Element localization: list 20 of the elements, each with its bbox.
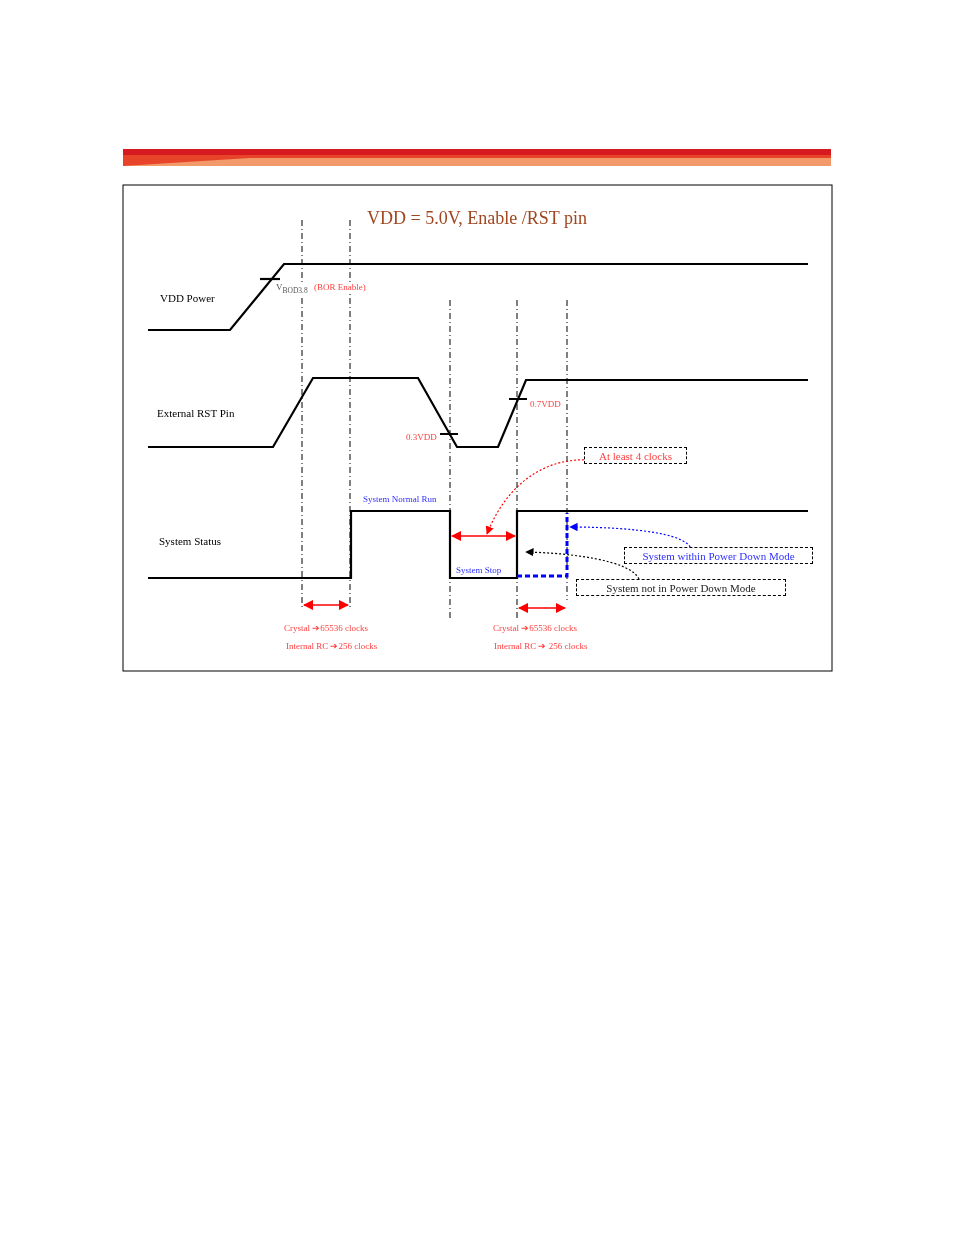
threshold-label: V$_{BOD3.8}$ bbox=[276, 283, 308, 296]
leader-arrow bbox=[569, 522, 691, 548]
state-label: System Normal Run bbox=[363, 495, 437, 505]
callout-box: At least 4 clocks bbox=[584, 447, 687, 464]
callout-box: System within Power Down Mode bbox=[624, 547, 813, 564]
timing-note: Crystal ➔65536 clocks bbox=[493, 624, 577, 634]
leader-arrow bbox=[486, 459, 585, 535]
timing-note: Internal RC ➔ 256 clocks bbox=[494, 642, 588, 652]
diagram-title: VDD = 5.0V, Enable /RST pin bbox=[367, 209, 587, 229]
threshold-label: 0.7VDD bbox=[530, 400, 561, 410]
signal-name: System Status bbox=[159, 535, 222, 548]
state-label: System Stop bbox=[456, 566, 502, 576]
signal-name: VDD Power bbox=[160, 292, 215, 305]
signal-name: External RST Pin bbox=[157, 407, 235, 420]
callout-box: System not in Power Down Mode bbox=[576, 579, 786, 596]
timing-note: Internal RC ➔256 clocks bbox=[286, 642, 378, 652]
leader-arrow bbox=[525, 548, 640, 580]
timing-note: Crystal ➔65536 clocks bbox=[284, 624, 368, 634]
threshold-label: (BOR Enable) bbox=[314, 283, 366, 293]
threshold-label: 0.3VDD bbox=[406, 433, 437, 443]
